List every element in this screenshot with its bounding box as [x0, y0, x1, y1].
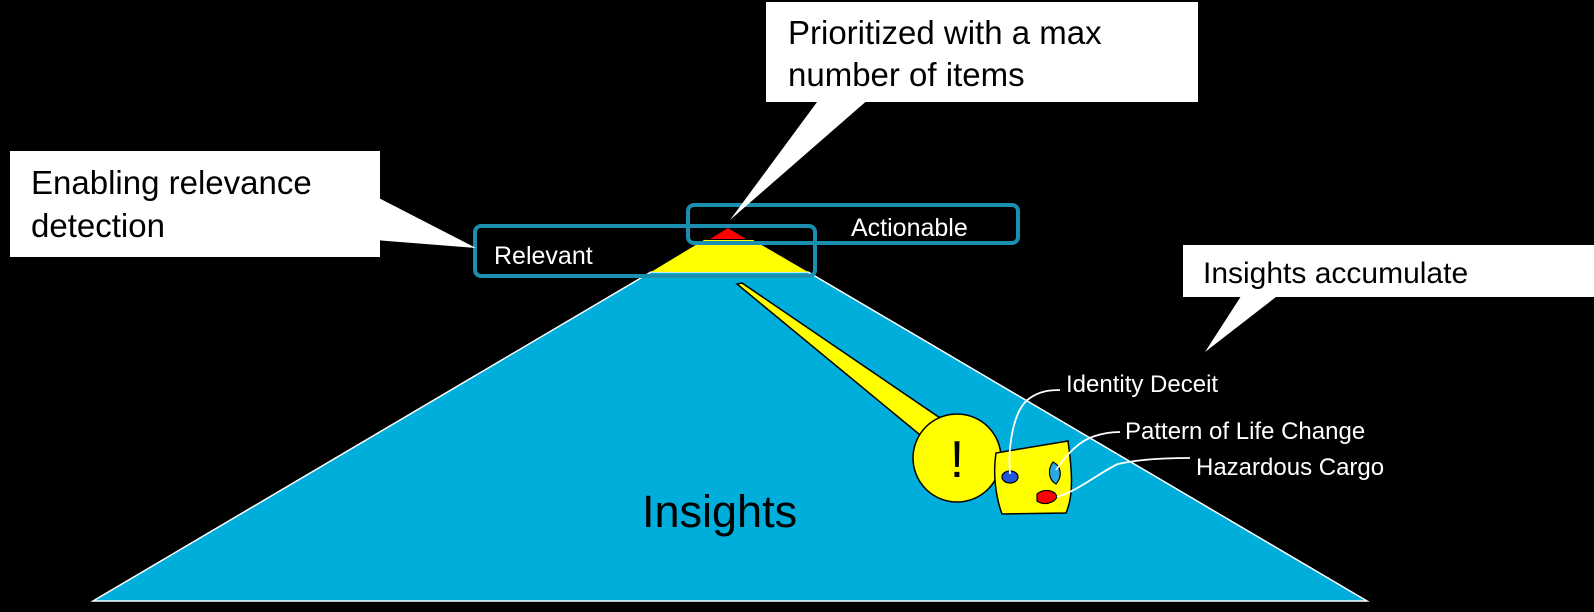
- identity-deceit-connector: [1008, 389, 1061, 475]
- relevance-callout-line1: Enabling relevance: [31, 164, 312, 201]
- actionable-tier: [710, 228, 746, 239]
- prioritized-callout-tail: [730, 98, 870, 220]
- accumulate-callout-tail: [1205, 290, 1285, 352]
- relevance-callout-tail: [375, 196, 476, 248]
- accumulate-callout-text: Insights accumulate: [1203, 257, 1468, 290]
- accumulate-callout: [1183, 245, 1594, 297]
- pattern-of-life-connector: [1055, 431, 1121, 471]
- pattern-of-life-label: Pattern of Life Change: [1125, 418, 1365, 445]
- relevant-tier: [651, 240, 808, 272]
- insights-label: Insights: [642, 486, 797, 537]
- actionable-label: Actionable: [851, 214, 968, 242]
- relevant-label: Relevant: [494, 242, 593, 270]
- relevant-highlight-box: [473, 224, 817, 278]
- prioritized-callout-line1: Prioritized with a max: [788, 14, 1102, 51]
- hazardous-cargo-label: Hazardous Cargo: [1196, 454, 1384, 481]
- prioritized-callout-line2: number of items: [788, 56, 1025, 93]
- exclamation-mark: !: [950, 431, 964, 489]
- relevance-callout-line2: detection: [31, 207, 165, 244]
- identity-deceit-label: Identity Deceit: [1066, 371, 1218, 398]
- hazardous-cargo-connector: [1056, 457, 1191, 498]
- prioritized-callout: [766, 2, 1198, 102]
- relevance-callout: [10, 151, 380, 257]
- mouth-icon: [1036, 489, 1058, 505]
